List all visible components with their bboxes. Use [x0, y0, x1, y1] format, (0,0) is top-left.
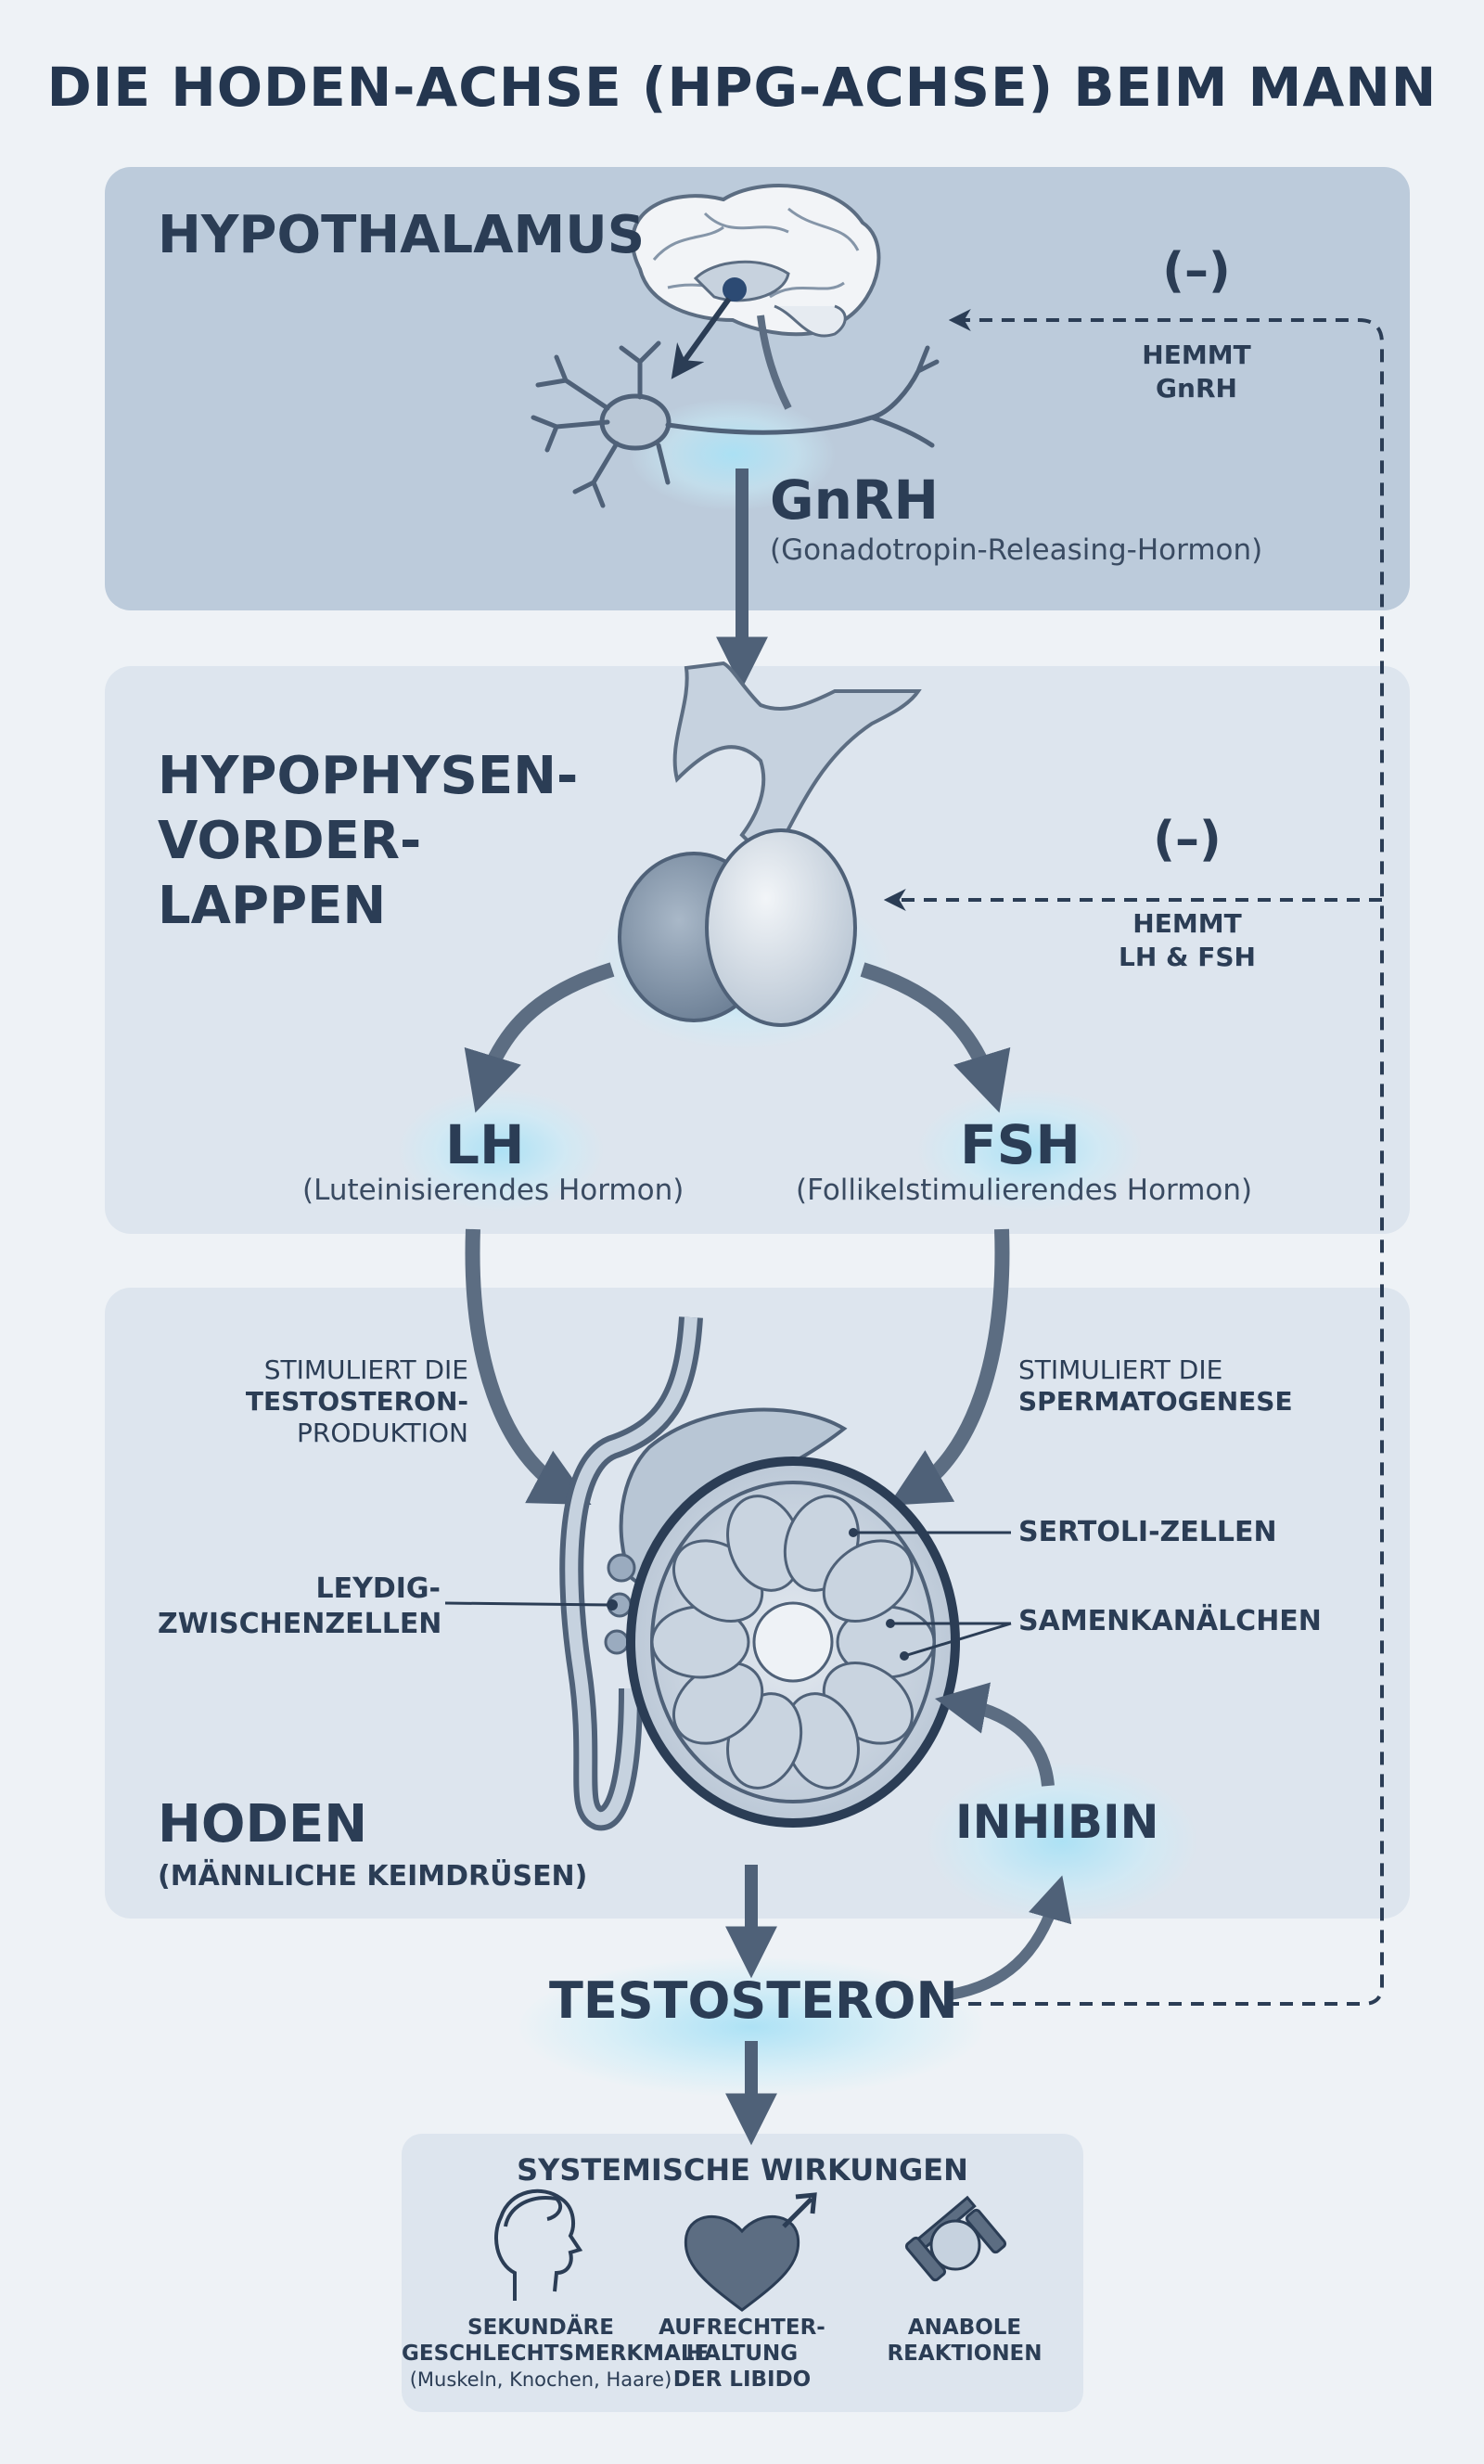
hypothalamus-feedback-sign: (–) — [1162, 243, 1231, 299]
tubule-lobe — [822, 1539, 915, 1623]
gnrh-fullname: (Gonadotropin-Releasing-Hormon) — [770, 533, 1263, 567]
testosterone-to-inhibin-arrow — [949, 1875, 1072, 2000]
head-profile-icon — [494, 2188, 583, 2301]
systemic-item2-line1: AUFRECHTER- — [659, 2316, 825, 2340]
gnrh-label: GnRH — [770, 468, 940, 532]
leydig-label-line2: ZWISCHENZELLEN — [158, 1608, 442, 1640]
pituitary-icon — [618, 661, 922, 1027]
fsh-effect-line2: SPERMATOGENESE — [1018, 1386, 1293, 1417]
lh-effect-line3: PRODUKTION — [297, 1418, 468, 1448]
pituitary-feedback-line1: HEMMT — [1132, 908, 1242, 939]
inhibin-arrow — [934, 1682, 1055, 1787]
testis-heading: HODEN — [158, 1794, 368, 1854]
lh-release-arrow — [464, 962, 615, 1113]
systemic-item2-line2: HALTUNG — [685, 2342, 799, 2366]
lh-fullname: (Luteinisierendes Hormon) — [302, 1174, 684, 1207]
pituitary-feedback-line2: LH & FSH — [1119, 942, 1256, 972]
brain-icon — [631, 184, 881, 410]
testis-subheading: (MÄNNLICHE KEIMDRÜSEN) — [158, 1860, 588, 1893]
fsh-effect-line1: STIMULIERT DIE — [1018, 1354, 1223, 1385]
heart-male-icon — [684, 2192, 817, 2312]
hypothalamus-heading: HYPOTHALAMUS — [158, 205, 646, 265]
testosterone-label: TESTOSTERON — [549, 1971, 958, 2030]
fsh-to-testis-arrow — [888, 1228, 1010, 1506]
sertoli-label: SERTOLI-ZELLEN — [1018, 1516, 1277, 1548]
hypothalamus-feedback-line1: HEMMT — [1142, 340, 1251, 370]
systemic-item1-note: (Muskeln, Knochen, Haare) — [409, 2368, 672, 2391]
inhibin-label: INHIBIN — [955, 1795, 1159, 1849]
page-title: DIE HODEN-ACHSE (HPG-ACHSE) BEIM MANN — [46, 56, 1438, 119]
pituitary-heading-line3: LAPPEN — [158, 876, 387, 936]
testis-icon — [559, 1316, 960, 1831]
fsh-label: FSH — [960, 1113, 1081, 1176]
pituitary-heading-line1: HYPOPHYSEN- — [158, 746, 579, 806]
leydig-leader — [444, 1601, 613, 1607]
systemic-heading: SYSTEMISCHE WIRKUNGEN — [517, 2152, 968, 2188]
lh-effect-line1: STIMULIERT DIE — [263, 1354, 468, 1385]
leydig-label-line1: LEYDIG- — [315, 1572, 441, 1605]
feedback-loop-hypothalamus — [946, 309, 1384, 2006]
tubules-leader-2 — [903, 1622, 1012, 1658]
fsh-release-arrow — [860, 962, 1011, 1113]
dumbbell-icon — [904, 2195, 1007, 2282]
pituitary-feedback-sign: (–) — [1153, 812, 1222, 867]
lh-effect-line2: TESTOSTERON- — [245, 1386, 468, 1417]
neuron-icon — [531, 340, 940, 508]
systemic-item1-line1: SEKUNDÄRE — [467, 2316, 614, 2340]
tubules-label: SAMENKANÄLCHEN — [1018, 1605, 1322, 1637]
pituitary-heading-line2: VORDER- — [158, 811, 422, 871]
systemic-item2-line3: DER LIBIDO — [672, 2368, 812, 2392]
fsh-fullname: (Follikelstimulierendes Hormon) — [796, 1174, 1253, 1207]
systemic-item3-line1: ANABOLE — [907, 2316, 1022, 2340]
lh-to-testis-arrow — [465, 1228, 592, 1506]
systemic-item3-line2: REAKTIONEN — [887, 2342, 1043, 2366]
lh-label: LH — [445, 1113, 525, 1176]
systemic-item1-line2: GESCHLECHTSMERKMALE — [402, 2342, 710, 2366]
hypothalamus-feedback-line2: GnRH — [1156, 373, 1237, 404]
